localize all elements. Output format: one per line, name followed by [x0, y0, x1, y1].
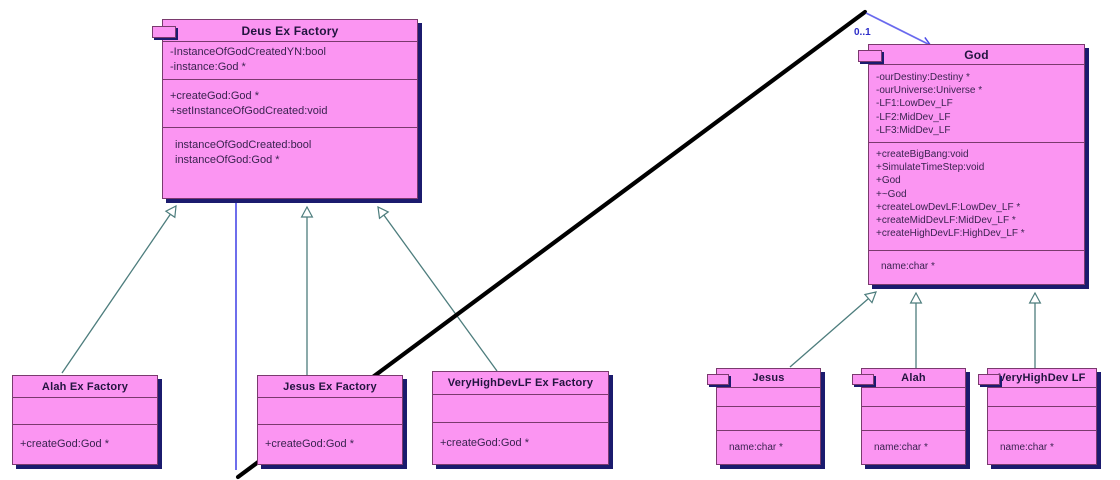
class-veryhighdevlf-ex-factory[interactable]: VeryHighDevLF Ex Factory +createGod:God …	[432, 371, 609, 465]
class-operation: +God	[876, 175, 901, 187]
class-extra-member: name:char *	[874, 442, 928, 453]
class-tab-marker	[152, 26, 176, 38]
class-operation: +createMidDevLF:MidDev_LF *	[876, 214, 1016, 226]
class-attribute: -instance:God *	[170, 60, 246, 73]
class-attributes-jesus	[717, 388, 820, 407]
class-title-veryhighdev-lf: VeryHighDev LF	[988, 369, 1096, 388]
class-title-deus-ex-factory: Deus Ex Factory	[163, 20, 417, 42]
class-jesus[interactable]: Jesus name:char *	[707, 368, 821, 466]
class-operations-alah-ex-factory: +createGod:God *	[13, 425, 157, 466]
generalization-veryhighdevlfexfactory-to-deus	[377, 205, 498, 372]
class-tab-marker	[978, 374, 1000, 385]
class-extra-god: name:char *	[869, 251, 1084, 286]
class-extra-deus-ex-factory: instanceOfGodCreated:bool instanceOfGod:…	[163, 128, 417, 198]
class-operation: +createGod:God *	[265, 438, 354, 450]
class-title-alah-ex-factory: Alah Ex Factory	[13, 376, 157, 398]
class-attributes-veryhighdev-lf	[988, 388, 1096, 407]
class-attribute: -InstanceOfGodCreatedYN:bool	[170, 46, 326, 58]
class-operation: +setInstanceOfGodCreated:void	[170, 104, 328, 117]
class-alah-ex-factory[interactable]: Alah Ex Factory +createGod:God *	[12, 375, 158, 465]
class-title-jesus-ex-factory: Jesus Ex Factory	[258, 376, 402, 398]
class-alah[interactable]: Alah name:char *	[852, 368, 966, 466]
class-attribute: -LF1:LowDev_LF	[876, 98, 953, 110]
generalization-alahexfactory-to-deus	[61, 204, 177, 374]
class-attributes-alah	[862, 388, 965, 407]
class-operation: +createGod:God *	[440, 437, 529, 449]
class-attribute: -LF2:MidDev_LF	[876, 111, 951, 123]
class-tab-marker	[707, 374, 729, 385]
class-extra-veryhighdev-lf: name:char *	[988, 431, 1096, 466]
class-operation: +createBigBang:void	[876, 149, 969, 160]
class-operation: +createLowDevLF:LowDev_LF *	[876, 201, 1021, 213]
class-attribute: -ourDestiny:Destiny *	[876, 72, 970, 83]
class-operation: +~God	[876, 188, 907, 200]
class-operations-deus-ex-factory: +createGod:God * +setInstanceOfGodCreate…	[163, 80, 417, 128]
class-extra-alah: name:char *	[862, 431, 965, 466]
class-extra-jesus: name:char *	[717, 431, 820, 466]
class-title-jesus: Jesus	[717, 369, 820, 388]
multiplicity-label-0..1: 0..1	[854, 27, 871, 38]
class-operation: +createGod:God *	[20, 438, 109, 450]
class-attributes-alah-ex-factory	[13, 398, 157, 425]
class-extra-member: instanceOfGodCreated:bool	[175, 139, 312, 151]
class-operations-veryhighdevlf-ex-factory: +createGod:God *	[433, 423, 608, 466]
generalization-jesus-to-god	[789, 291, 877, 368]
class-extra-member: instanceOfGod:God *	[175, 153, 280, 166]
class-veryhighdev-lf[interactable]: VeryHighDev LF name:char *	[978, 368, 1097, 466]
class-operation: +createGod:God *	[170, 90, 259, 102]
class-attributes-veryhighdevlf-ex-factory	[433, 395, 608, 423]
class-tab-marker	[852, 374, 874, 385]
class-tab-marker	[858, 50, 882, 62]
class-operations-jesus	[717, 407, 820, 431]
class-extra-member: name:char *	[1000, 442, 1054, 453]
class-attributes-god: -ourDestiny:Destiny * -ourUniverse:Unive…	[869, 65, 1084, 143]
class-operation: +SimulateTimeStep:void	[876, 162, 985, 174]
class-deus-ex-factory[interactable]: Deus Ex Factory -InstanceOfGodCreatedYN:…	[152, 19, 418, 199]
class-jesus-ex-factory[interactable]: Jesus Ex Factory +createGod:God *	[257, 375, 403, 465]
class-attributes-jesus-ex-factory	[258, 398, 402, 425]
class-extra-member: name:char *	[881, 261, 935, 272]
class-attributes-deus-ex-factory: -InstanceOfGodCreatedYN:bool -instance:G…	[163, 42, 417, 80]
class-god[interactable]: God -ourDestiny:Destiny * -ourUniverse:U…	[858, 44, 1085, 286]
class-title-veryhighdevlf-ex-factory: VeryHighDevLF Ex Factory	[433, 372, 608, 395]
class-attribute: -LF3:MidDev_LF	[876, 124, 951, 136]
class-extra-member: name:char *	[729, 442, 783, 453]
class-operations-god: +createBigBang:void +SimulateTimeStep:vo…	[869, 143, 1084, 251]
class-title-alah: Alah	[862, 369, 965, 388]
class-attribute: -ourUniverse:Universe *	[876, 85, 983, 97]
class-operation: +createHighDevLF:HighDev_LF *	[876, 228, 1025, 240]
class-title-god: God	[869, 45, 1084, 65]
class-operations-veryhighdev-lf	[988, 407, 1096, 431]
class-operations-alah	[862, 407, 965, 431]
class-operations-jesus-ex-factory: +createGod:God *	[258, 425, 402, 466]
